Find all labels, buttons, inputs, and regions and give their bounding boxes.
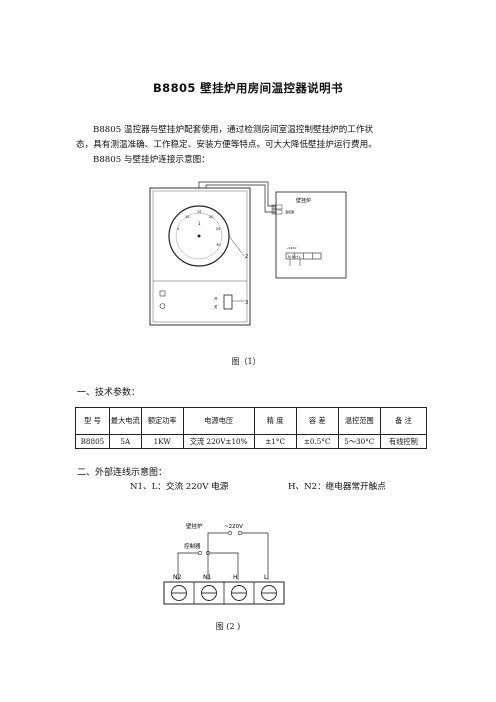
spec-cell-range: 5～30°C bbox=[337, 434, 381, 449]
terminal-label-l: L bbox=[264, 574, 268, 581]
wire-h bbox=[209, 552, 239, 580]
terminal-s2-label: S2 bbox=[273, 210, 277, 214]
boiler-label-1: 壁挂炉 bbox=[186, 522, 203, 530]
figure-2-caption: 图 (2 ) bbox=[215, 622, 241, 631]
spec-header-precision: 精 度 bbox=[253, 407, 297, 435]
power-label-2: ~220V bbox=[224, 524, 243, 530]
terminal-note: 温控器 bbox=[285, 209, 294, 214]
intro-paragraph: B8805 温控器与壁挂炉配套使用，通过检测房间室温控制壁挂炉的工作状 态，具有… bbox=[76, 123, 426, 168]
power-label: ~220V bbox=[286, 246, 297, 250]
figure-1-caption: 图（1） bbox=[231, 357, 261, 366]
section-1-heading: 一、技术参数： bbox=[77, 388, 141, 398]
callout-3: 3 bbox=[245, 300, 248, 306]
screw-icon-n2 bbox=[171, 585, 187, 601]
boiler-node-left bbox=[197, 550, 203, 556]
switch-off-label: 关 bbox=[214, 304, 218, 309]
terminal-label-h: H bbox=[233, 574, 238, 581]
spec-header-max-current: 最大电流 bbox=[108, 407, 142, 435]
legend-relay: H、N2：继电器常开触点 bbox=[288, 482, 386, 492]
spec-header-range: 温控范围 bbox=[337, 407, 381, 435]
switch-on-label: 开 bbox=[214, 297, 218, 301]
wire-n1 bbox=[207, 532, 229, 580]
screw-icon-n1 bbox=[201, 585, 217, 601]
intro-line-2: 态，具有测温准确、工作稳定、安装方便等特点。可大大降低壁挂炉运行费用。 bbox=[76, 140, 377, 150]
dial-number-25: 25 bbox=[216, 227, 220, 231]
terminal-s1-label: S1 bbox=[273, 205, 277, 209]
wire-n2 bbox=[177, 552, 199, 580]
intro-line-3: B8805 与壁挂炉连接示意图： bbox=[93, 155, 210, 165]
dial-number-15: 15 bbox=[197, 210, 201, 214]
screw-icon-l bbox=[261, 585, 277, 601]
spec-header-tolerance: 容 差 bbox=[295, 407, 339, 435]
figure-1-diagram: 5 10 15 20 25 30 2 开 关 3 1 壁挂炉 S1 S2 温控器… bbox=[149, 181, 347, 326]
terminal-label-n1: N1 bbox=[203, 574, 211, 581]
terminal-s2 bbox=[271, 209, 283, 215]
screw-icon-h bbox=[231, 585, 247, 601]
spec-cell-max-current: 5A bbox=[108, 434, 142, 449]
dial-inner-ring bbox=[175, 212, 223, 260]
section-2-heading: 二、外部连线示意图： bbox=[77, 468, 168, 478]
power-node-right bbox=[237, 530, 243, 536]
spec-cell-model: B8805 bbox=[75, 434, 110, 449]
wire-l bbox=[241, 532, 269, 580]
spec-table-row: B8805 5A 1KW 交流 220V±10% ±1°C ±0.5°C 5～3… bbox=[75, 434, 428, 449]
callout-1: 1 bbox=[198, 221, 201, 226]
spec-table: 型 号 最大电流 额定功率 电源电压 精 度 容 差 温控范围 备 注 B880… bbox=[75, 407, 428, 449]
intro-line-1: B8805 温控器与壁挂炉配套使用，通过检测房间室温控制壁挂炉的工作状 bbox=[93, 125, 374, 135]
spec-header-voltage: 电源电压 bbox=[182, 407, 255, 435]
figure-2-diagram: 壁挂炉 控制器 ~220V N2 N1 H L bbox=[163, 522, 285, 605]
spec-cell-tolerance: ±0.5°C bbox=[295, 434, 339, 449]
spec-header-remark: 备 注 bbox=[379, 407, 428, 435]
spec-header-rated-power: 额定功率 bbox=[140, 407, 184, 435]
boiler-label-2: 控制器 bbox=[184, 542, 201, 550]
document-title: B8805 壁挂炉用房间温控器说明书 bbox=[153, 81, 343, 95]
boiler-label: 壁挂炉 bbox=[296, 197, 311, 204]
dial-number-30: 30 bbox=[216, 243, 220, 247]
spec-cell-remark: 有线控制 bbox=[379, 434, 428, 449]
dial-number-20: 20 bbox=[209, 215, 213, 219]
indicator-icon bbox=[159, 290, 166, 297]
wire-s1 bbox=[198, 181, 276, 207]
spec-cell-precision: ±1°C bbox=[253, 434, 297, 449]
dial-center bbox=[197, 234, 201, 238]
wire-s2 bbox=[205, 184, 276, 213]
thermostat-inner-frame bbox=[152, 190, 248, 323]
dial-number-5: 5 bbox=[177, 227, 179, 231]
dial-number-10: 10 bbox=[185, 215, 189, 219]
terminal-s1 bbox=[271, 204, 283, 210]
boiler-terminal-labels: N N H L bbox=[288, 255, 301, 259]
terminal-label-n2: N2 bbox=[173, 574, 181, 581]
thermostat-body bbox=[149, 187, 251, 326]
led-icon bbox=[159, 303, 166, 309]
spec-header-model: 型 号 bbox=[75, 407, 110, 435]
spec-cell-voltage: 交流 220V±10% bbox=[182, 434, 255, 449]
spec-cell-rated-power: 1KW bbox=[140, 434, 184, 449]
callout-2: 2 bbox=[245, 254, 248, 260]
power-node-left bbox=[227, 530, 233, 536]
boiler-box bbox=[275, 191, 347, 279]
legend-power: N1、L：交流 220V 电源 bbox=[130, 482, 229, 492]
spec-table-header-row: 型 号 最大电流 额定功率 电源电压 精 度 容 差 温控范围 备 注 bbox=[75, 407, 428, 435]
power-switch bbox=[223, 294, 233, 310]
